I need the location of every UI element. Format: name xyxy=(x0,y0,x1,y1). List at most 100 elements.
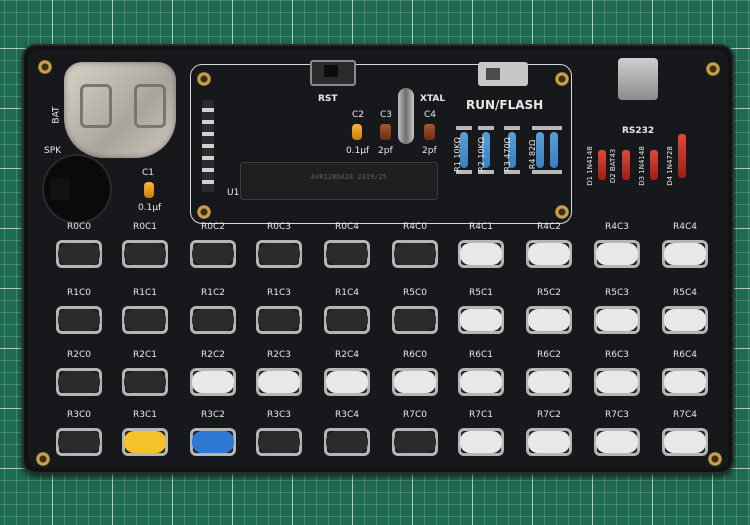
key-r0c0[interactable]: R0C0 xyxy=(56,222,102,268)
d1-label: D1 1N4148 xyxy=(585,146,594,186)
keycap[interactable] xyxy=(58,371,100,393)
key-label: R4C4 xyxy=(673,222,697,232)
keycap[interactable] xyxy=(596,309,638,331)
key-r7c2[interactable]: R7C2 xyxy=(526,410,572,456)
key-r4c4[interactable]: R4C4 xyxy=(662,222,708,268)
c4-label: C4 xyxy=(424,110,437,120)
key-r4c2[interactable]: R4C2 xyxy=(526,222,572,268)
d4-label: D4 1N4728 xyxy=(665,146,674,186)
key-r2c0[interactable]: R2C0 xyxy=(56,350,102,396)
key-label: R0C1 xyxy=(133,222,157,232)
keycap[interactable] xyxy=(258,371,300,393)
keycap[interactable] xyxy=(58,309,100,331)
keycap[interactable] xyxy=(192,371,234,393)
keycap[interactable] xyxy=(664,371,706,393)
key-r1c3[interactable]: R1C3 xyxy=(256,288,302,334)
resistor-r5 xyxy=(550,132,558,168)
key-r2c3[interactable]: R2C3 xyxy=(256,350,302,396)
keycap[interactable] xyxy=(326,371,368,393)
key-label: R7C3 xyxy=(605,410,629,420)
keycap[interactable] xyxy=(326,243,368,265)
key-r4c3[interactable]: R4C3 xyxy=(594,222,640,268)
key-r5c2[interactable]: R5C2 xyxy=(526,288,572,334)
key-r3c0[interactable]: R3C0 xyxy=(56,410,102,456)
key-r0c2[interactable]: R0C2 xyxy=(190,222,236,268)
key-r1c4[interactable]: R1C4 xyxy=(324,288,370,334)
keycap[interactable] xyxy=(596,371,638,393)
keycap[interactable] xyxy=(394,431,436,453)
keycap[interactable] xyxy=(58,431,100,453)
buzzer-speaker xyxy=(44,156,110,222)
key-label: R5C2 xyxy=(537,288,561,298)
key-r7c3[interactable]: R7C3 xyxy=(594,410,640,456)
keycap[interactable] xyxy=(258,309,300,331)
key-label: R5C3 xyxy=(605,288,629,298)
keycap[interactable] xyxy=(664,431,706,453)
keycap[interactable] xyxy=(664,243,706,265)
keycap[interactable] xyxy=(460,371,502,393)
usb-connector[interactable] xyxy=(618,58,658,100)
key-r7c4[interactable]: R7C4 xyxy=(662,410,708,456)
key-label: R1C3 xyxy=(267,288,291,298)
keycap[interactable] xyxy=(528,431,570,453)
key-label: R4C3 xyxy=(605,222,629,232)
key-r3c1[interactable]: R3C1 xyxy=(122,410,168,456)
key-r6c3[interactable]: R6C3 xyxy=(594,350,640,396)
key-r6c0[interactable]: R6C0 xyxy=(392,350,438,396)
key-r7c1[interactable]: R7C1 xyxy=(458,410,504,456)
keycap[interactable] xyxy=(394,309,436,331)
keycap[interactable] xyxy=(528,309,570,331)
key-label: R7C1 xyxy=(469,410,493,420)
run-flash-switch[interactable] xyxy=(478,62,528,86)
keycap[interactable] xyxy=(528,243,570,265)
key-r5c1[interactable]: R5C1 xyxy=(458,288,504,334)
key-r1c2[interactable]: R1C2 xyxy=(190,288,236,334)
key-r2c2[interactable]: R2C2 xyxy=(190,350,236,396)
key-r3c4[interactable]: R3C4 xyxy=(324,410,370,456)
key-r1c1[interactable]: R1C1 xyxy=(122,288,168,334)
keycap[interactable] xyxy=(460,309,502,331)
key-r5c0[interactable]: R5C0 xyxy=(392,288,438,334)
c2-label: C2 xyxy=(352,110,365,120)
keycap[interactable] xyxy=(192,431,234,453)
key-r4c1[interactable]: R4C1 xyxy=(458,222,504,268)
keycap[interactable] xyxy=(460,431,502,453)
keycap[interactable] xyxy=(124,309,166,331)
keycap[interactable] xyxy=(664,309,706,331)
keycap[interactable] xyxy=(394,371,436,393)
key-r0c4[interactable]: R0C4 xyxy=(324,222,370,268)
keycap[interactable] xyxy=(192,243,234,265)
key-r0c1[interactable]: R0C1 xyxy=(122,222,168,268)
key-r6c4[interactable]: R6C4 xyxy=(662,350,708,396)
key-r5c3[interactable]: R5C3 xyxy=(594,288,640,334)
key-r2c4[interactable]: R2C4 xyxy=(324,350,370,396)
key-r0c3[interactable]: R0C3 xyxy=(256,222,302,268)
key-r6c1[interactable]: R6C1 xyxy=(458,350,504,396)
key-r3c3[interactable]: R3C3 xyxy=(256,410,302,456)
keycap[interactable] xyxy=(192,309,234,331)
keycap[interactable] xyxy=(258,243,300,265)
keycap[interactable] xyxy=(596,243,638,265)
keycap[interactable] xyxy=(124,431,166,453)
key-r6c2[interactable]: R6C2 xyxy=(526,350,572,396)
capacitor-c2 xyxy=(352,124,362,140)
keycap[interactable] xyxy=(460,243,502,265)
keycap[interactable] xyxy=(258,431,300,453)
key-r4c0[interactable]: R4C0 xyxy=(392,222,438,268)
keycap[interactable] xyxy=(58,243,100,265)
keycap[interactable] xyxy=(124,243,166,265)
keycap[interactable] xyxy=(124,371,166,393)
keycap[interactable] xyxy=(394,243,436,265)
key-label: R1C1 xyxy=(133,288,157,298)
key-r2c1[interactable]: R2C1 xyxy=(122,350,168,396)
keycap[interactable] xyxy=(326,309,368,331)
key-r7c0[interactable]: R7C0 xyxy=(392,410,438,456)
keycap[interactable] xyxy=(326,431,368,453)
keycap[interactable] xyxy=(528,371,570,393)
key-r5c4[interactable]: R5C4 xyxy=(662,288,708,334)
keycap[interactable] xyxy=(596,431,638,453)
key-r1c0[interactable]: R1C0 xyxy=(56,288,102,334)
microcontroller-chip: AVR128DA28 2319/25 xyxy=(240,162,438,200)
reset-button[interactable] xyxy=(310,60,356,86)
key-r3c2[interactable]: R3C2 xyxy=(190,410,236,456)
